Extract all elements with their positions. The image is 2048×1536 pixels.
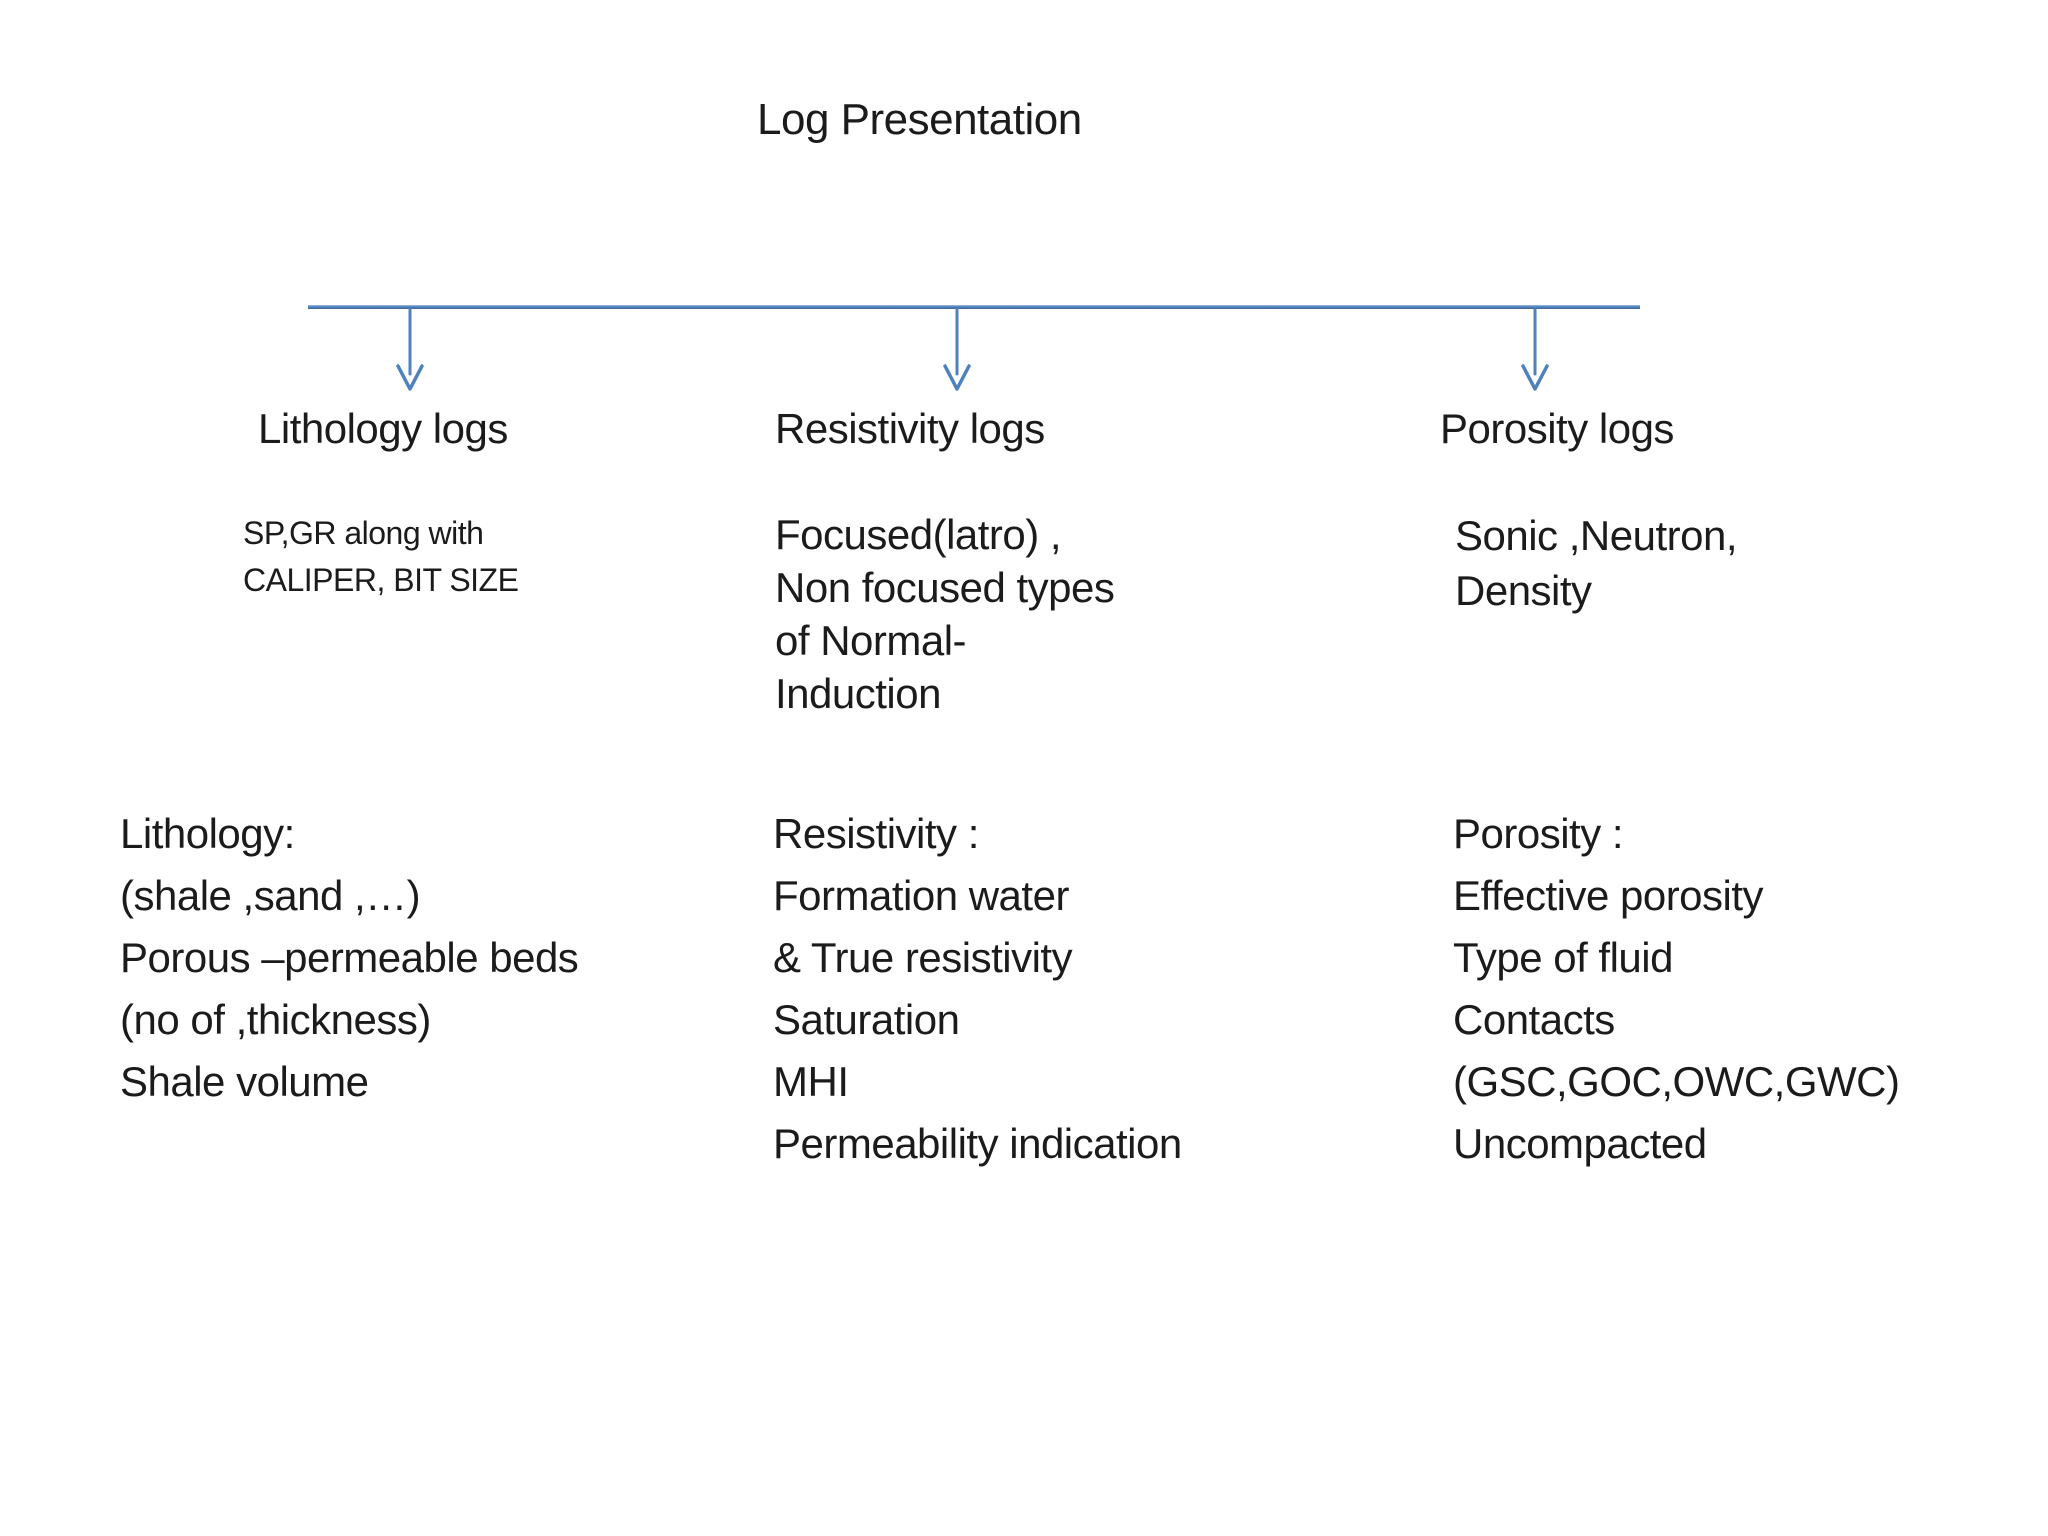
- detail-line: (GSC,GOC,OWC,GWC): [1453, 1058, 1900, 1105]
- arrow-down-icon: [396, 307, 424, 391]
- tool-line: Focused(latro) ,: [775, 511, 1062, 558]
- porosity-details-block: Porosity : Effective porosity Type of fl…: [1453, 803, 1900, 1175]
- detail-line: Saturation: [773, 996, 960, 1043]
- detail-line: Shale volume: [120, 1058, 369, 1105]
- arrow-down-icon: [943, 307, 971, 391]
- tool-line: SP,GR along with: [243, 515, 484, 551]
- detail-line: (shale ,sand ,…): [120, 872, 421, 919]
- slide-title: Log Presentation: [757, 95, 1082, 144]
- branch-heading-porosity: Porosity logs: [1440, 405, 1674, 452]
- resistivity-tools-block: Focused(latro) , Non focused types of No…: [775, 508, 1115, 720]
- lithology-details-block: Lithology: (shale ,sand ,…) Porous –perm…: [120, 803, 579, 1113]
- branch-heading-resistivity: Resistivity logs: [775, 405, 1045, 452]
- detail-line: Porosity :: [1453, 810, 1624, 857]
- tool-line: Sonic ,Neutron,: [1455, 512, 1738, 559]
- branch-heading-lithology: Lithology logs: [258, 405, 508, 452]
- detail-line: Resistivity :: [773, 810, 979, 857]
- detail-line: Type of fluid: [1453, 934, 1673, 981]
- detail-line: Permeability indication: [773, 1120, 1182, 1167]
- tool-line: of Normal-: [775, 617, 967, 664]
- detail-line: Uncompacted: [1453, 1120, 1707, 1167]
- porosity-tools-block: Sonic ,Neutron, Density: [1455, 508, 1738, 618]
- detail-line: MHI: [773, 1058, 849, 1105]
- tool-line: Induction: [775, 670, 941, 717]
- arrow-down-icon: [1521, 307, 1549, 391]
- detail-line: Lithology:: [120, 810, 295, 857]
- detail-line: Formation water: [773, 872, 1069, 919]
- tool-line: CALIPER, BIT SIZE: [243, 562, 519, 598]
- detail-line: Porous –permeable beds: [120, 934, 579, 981]
- horizontal-branch-line: [308, 305, 1640, 309]
- detail-line: Contacts: [1453, 996, 1615, 1043]
- tool-line: Non focused types: [775, 564, 1115, 611]
- resistivity-details-block: Resistivity : Formation water & True res…: [773, 803, 1182, 1175]
- tool-line: Density: [1455, 567, 1592, 614]
- detail-line: (no of ,thickness): [120, 996, 431, 1043]
- detail-line: Effective porosity: [1453, 872, 1764, 919]
- lithology-tools-block: SP,GR along with CALIPER, BIT SIZE: [243, 510, 519, 604]
- detail-line: & True resistivity: [773, 934, 1073, 981]
